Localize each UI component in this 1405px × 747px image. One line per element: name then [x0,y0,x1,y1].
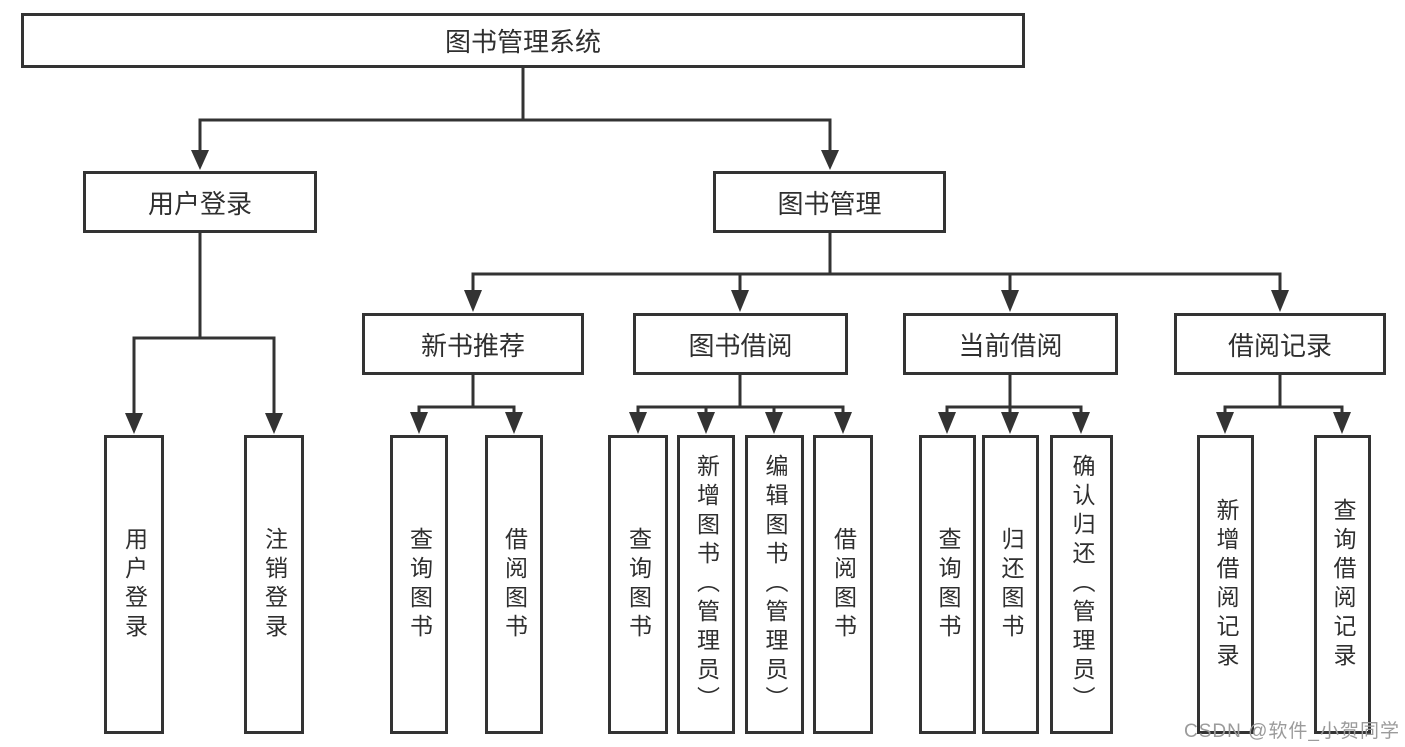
node-book-borrow: 图书借阅 [633,313,848,375]
node-new-book-rec: 新书推荐 [362,313,584,375]
node-current-borrow: 当前借阅 [903,313,1118,375]
csdn-watermark: CSDN @软件_小贺同学 [1184,721,1400,742]
leaf-bb-query-book: 查询图书 [608,435,668,734]
node-root: 图书管理系统 [21,13,1025,68]
leaf-logout: 注销登录 [244,435,304,734]
leaf-nb-query-book: 查询图书 [390,435,448,734]
leaf-br-add-record: 新增借阅记录 [1197,435,1254,734]
leaf-cb-query-book: 查询图书 [919,435,976,734]
leaf-cb-confirm-return: 确认归还（管理员） [1050,435,1113,734]
node-user-login: 用户登录 [83,171,317,233]
leaf-bb-borrow-book: 借阅图书 [813,435,873,734]
leaf-bb-add-book: 新增图书（管理员） [677,435,735,734]
leaf-br-query-record: 查询借阅记录 [1314,435,1371,734]
node-borrow-records: 借阅记录 [1174,313,1386,375]
node-book-mgmt: 图书管理 [713,171,946,233]
leaf-cb-return-book: 归还图书 [982,435,1039,734]
leaf-nb-borrow-book: 借阅图书 [485,435,543,734]
leaf-bb-edit-book: 编辑图书（管理员） [745,435,804,734]
leaf-user-login: 用户登录 [104,435,164,734]
